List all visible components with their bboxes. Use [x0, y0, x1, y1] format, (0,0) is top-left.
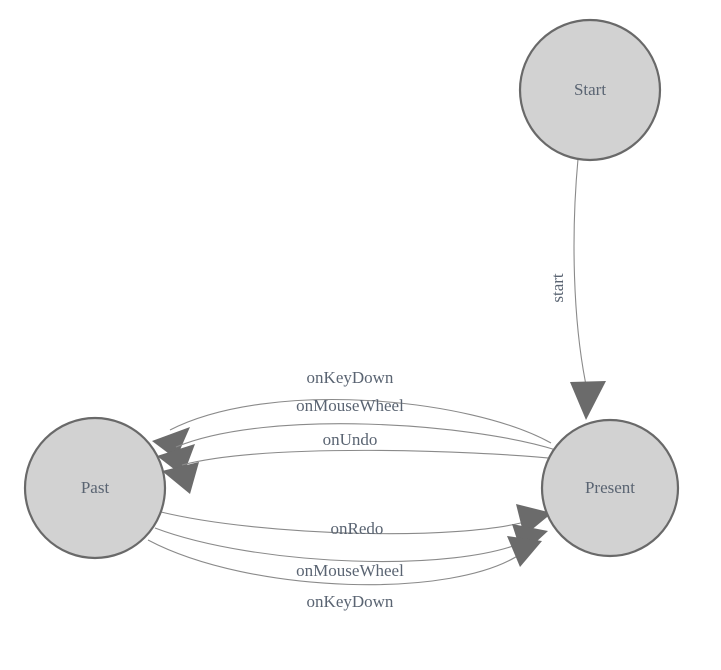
- node-start-circle: [518, 18, 662, 162]
- edge-past-to-present-onkeydown-path: [147, 539, 523, 586]
- edge-past-to-present-onkeydown[interactable]: onKeyDown: [147, 536, 542, 611]
- node-start[interactable]: Start: [518, 18, 662, 162]
- node-past[interactable]: Past: [23, 416, 167, 560]
- edge-label-present-to-past-onundo: onUndo: [323, 430, 378, 449]
- edge-past-to-present-onredo[interactable]: onRedo: [160, 504, 552, 538]
- edge-past-to-present-onredo-path: [160, 511, 533, 535]
- edge-label-present-to-past-onkeydown: onKeyDown: [307, 368, 394, 387]
- edge-present-to-past-onundo-arrowhead: [162, 462, 199, 494]
- node-present-label: Present: [585, 478, 635, 497]
- node-present-circle: [540, 418, 680, 558]
- edge-label-past-to-present-onredo: onRedo: [331, 519, 384, 538]
- node-present[interactable]: Present: [540, 418, 680, 558]
- edge-present-to-past-onmousewheel-path: [175, 423, 557, 451]
- edge-label-start: start: [548, 273, 567, 303]
- edge-start-to-present-arrowhead: [570, 381, 606, 420]
- edge-label-present-to-past-onmousewheel: onMouseWheel: [296, 396, 404, 415]
- edge-present-to-past-onkeydown-path: [169, 398, 552, 444]
- edge-present-to-past-onundo-path: [181, 449, 560, 466]
- edge-present-to-past-onkeydown-arrowhead: [152, 427, 190, 459]
- edge-past-to-present-onmousewheel-path: [154, 527, 529, 563]
- node-past-label: Past: [81, 478, 110, 497]
- edge-label-past-to-present-onkeydown: onKeyDown: [307, 592, 394, 611]
- edge-present-to-past-onkeydown[interactable]: onKeyDown: [152, 368, 552, 459]
- edge-present-to-past-onundo[interactable]: onUndo: [162, 430, 560, 494]
- edge-label-past-to-present-onmousewheel: onMouseWheel: [296, 561, 404, 580]
- node-past-circle: [23, 416, 167, 560]
- edge-start-to-present[interactable]: start: [548, 158, 606, 420]
- edge-past-to-present-onkeydown-arrowhead: [507, 536, 542, 567]
- node-start-label: Start: [574, 80, 606, 99]
- edge-start-to-present-path: [573, 158, 587, 386]
